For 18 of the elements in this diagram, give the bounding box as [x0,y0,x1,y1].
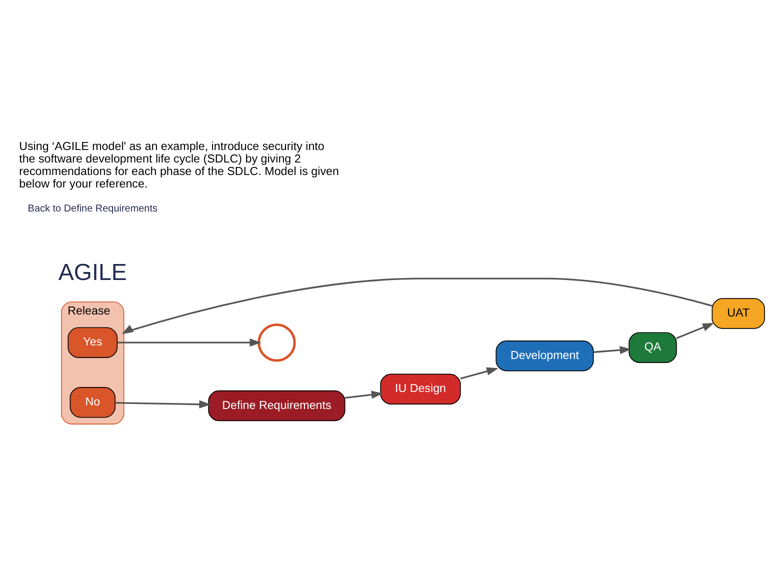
node-box: QA [628,332,677,363]
node-box: Define Requirements [208,390,346,422]
node-box: Development [496,340,594,372]
arrow [117,338,262,347]
node-box: UAT [712,298,765,329]
arrow [460,367,498,380]
arrow [122,278,712,334]
arrow [115,400,211,408]
node-box: No [70,387,116,418]
node-box: Yes [68,327,118,358]
label: AGILE [58,259,127,286]
node-circle [258,323,296,362]
node-box: IU Design [380,374,461,404]
arrow [593,346,632,354]
diagram-title: Using ‘AGILE model' as an example, introduce security into the software development life cycle (SDLC) by giving 2 recommendations for each phase of the SDLC. Model is given below for your reference. [19,140,339,190]
arrow [676,322,714,340]
label: Back to Define Requirements [28,203,158,214]
arrow [344,390,384,399]
